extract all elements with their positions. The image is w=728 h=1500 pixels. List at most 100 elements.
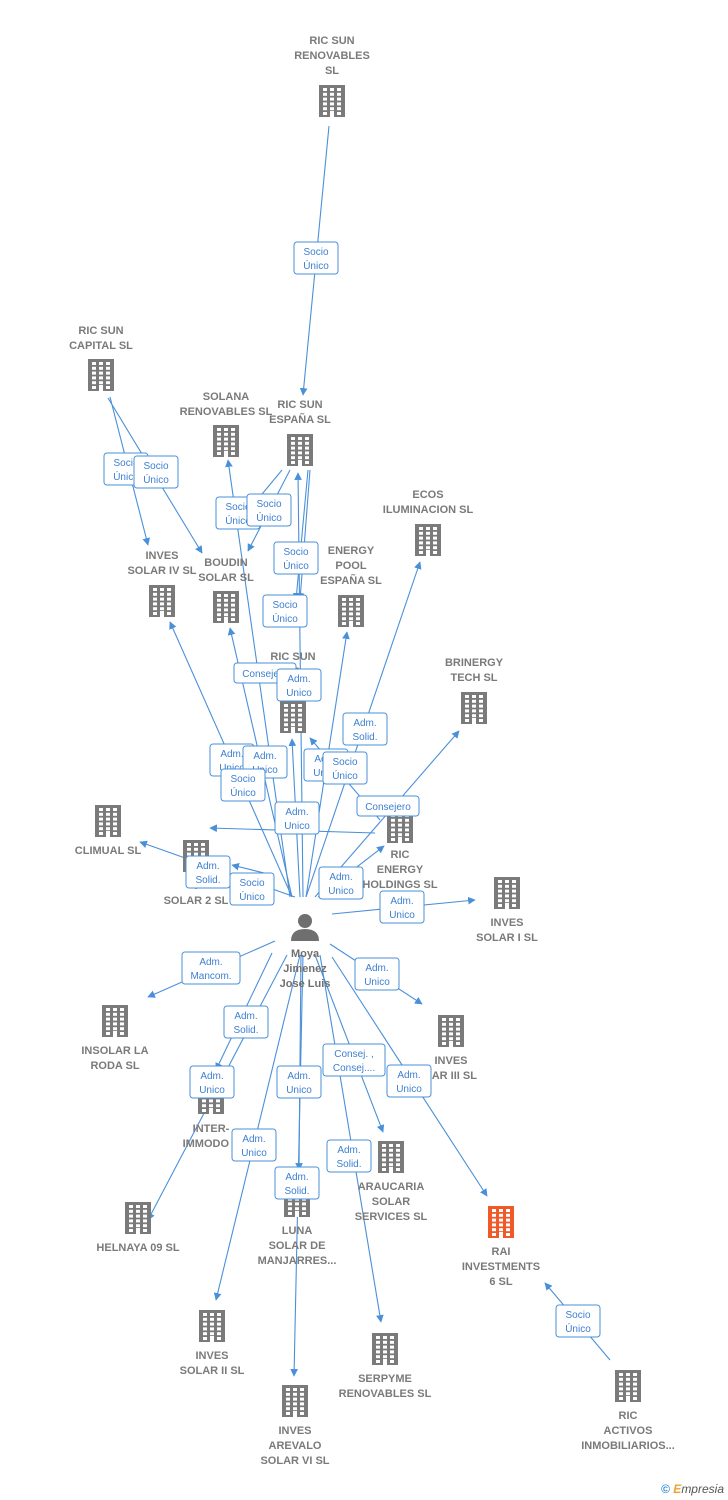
building-window [472,709,476,713]
edge-label[interactable]: Adm.Unico [386,1064,432,1098]
building-icon [372,1333,398,1365]
building-window [300,1397,304,1401]
node-label: Moya [291,948,320,960]
building-window [512,894,516,898]
node-label: LAR III SL [425,1070,477,1082]
building-icon [95,805,121,837]
building-window [217,603,221,607]
edge-label[interactable]: Adm.Unico [276,1065,322,1099]
edge-label[interactable]: Consej. ,Consej.... [322,1043,386,1077]
building-window [160,602,164,606]
building-window [217,442,221,446]
building-window [389,1163,393,1167]
building-window [92,386,96,389]
edge-label[interactable]: Adm.Solid. [326,1139,372,1173]
building-window [136,1224,140,1228]
brand-footer[interactable]: © Empresia [661,1482,724,1496]
building-window [389,1153,393,1157]
edge-label[interactable]: Adm.Unico [354,957,400,991]
building-window [349,607,353,611]
building-window [203,1322,207,1326]
building-window [505,894,509,898]
building-window [398,828,402,832]
node-label: RENOVABLES SL [339,1388,432,1400]
edge-label[interactable]: Adm.Unico [231,1128,277,1162]
edge-label[interactable]: Adm.Unico [274,801,320,835]
building-window [626,1373,630,1376]
building-window [99,371,103,375]
node-helnaya[interactable]: HELNAYA 09 SL [96,1202,180,1254]
edge-label-text: Consejero [242,669,288,680]
building-window [216,1104,220,1108]
node-ric_activos[interactable]: RICACTIVOSINMOBILIARIOS... [581,1370,675,1452]
building-door [136,1228,140,1234]
building-window [300,1392,304,1396]
building-window [492,1218,496,1222]
building-window [143,1229,147,1232]
edge-label[interactable]: Adm.Unico [189,1065,235,1099]
building-window [330,92,334,96]
edge-label[interactable]: Adm.Mancom. [181,951,241,985]
edge-label-box [354,957,400,991]
edge-label[interactable]: Adm.Solid. [223,1005,269,1039]
building-window [120,1027,124,1031]
building-window [302,1207,306,1211]
edge-label[interactable]: Adm.Unico [379,890,425,924]
building-window [433,551,437,554]
building-window [330,102,334,106]
building-window [113,1012,117,1016]
building-window [143,1209,147,1213]
edge-label[interactable]: Adm.Solid. [342,712,388,746]
building-window [499,1218,503,1222]
building-icon [378,1141,404,1173]
edge-label[interactable]: Consejero [356,795,420,817]
edge-label[interactable]: Adm.Unico [318,866,364,900]
building-window [293,1388,297,1391]
edge-label-box [220,768,266,802]
edge-label[interactable]: Adm.Unico [276,668,322,702]
building-window [284,728,288,731]
edge-label[interactable]: Adm.Solid. [274,1166,320,1200]
building-window [337,112,341,115]
building-window [305,446,309,450]
edge-label[interactable]: Adm.Solid. [185,855,231,889]
node-climual[interactable]: CLIMUAL SL [75,805,142,857]
building-window [498,894,502,898]
building-door [160,611,164,617]
building-window [389,1148,393,1152]
building-window [217,594,221,597]
edge-label-text: Único [283,559,309,572]
building-window [231,432,235,436]
building-window [342,602,346,606]
edge-label-text: Adm. [234,1011,257,1022]
building-window [99,817,103,821]
